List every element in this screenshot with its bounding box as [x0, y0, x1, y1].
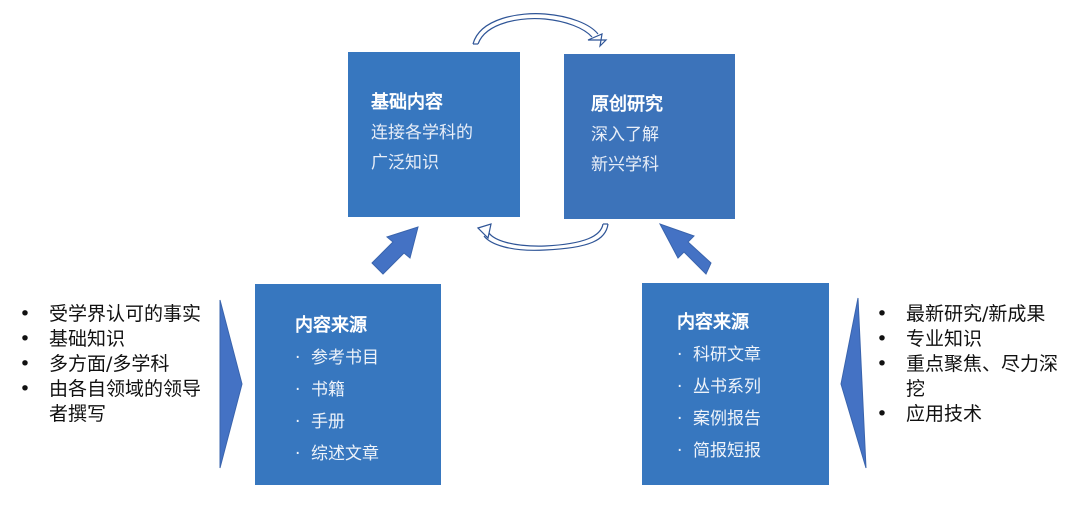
- source-item: · 手册: [295, 406, 379, 438]
- bullet-dot: •: [19, 328, 31, 350]
- bullet-dot: •: [876, 328, 888, 350]
- bullet-dot: •: [19, 378, 31, 400]
- list-item: • 由各自领域的领导者撰写: [15, 377, 215, 427]
- original-research-line: 深入了解: [591, 125, 659, 145]
- foundational-content-line: 广泛知识: [371, 153, 439, 173]
- triangle-pointer-right: [840, 297, 867, 469]
- source-item-label: 综述文章: [311, 444, 379, 464]
- foundational-content-box: 基础内容 连接各学科的 广泛知识: [348, 52, 520, 217]
- list-item-text: 重点聚焦、尽力深挖: [906, 353, 1059, 400]
- source-item: · 参考书目: [295, 342, 379, 374]
- list-item-text: 应用技术: [906, 403, 983, 425]
- list-item-text: 由各自领域的领导者撰写: [49, 378, 202, 425]
- source-item: · 简报短报: [677, 435, 761, 467]
- list-item: • 受学界认可的事实: [15, 302, 215, 327]
- bullet-dot: •: [876, 353, 888, 375]
- bullet-dot: ·: [677, 441, 683, 461]
- source-item-label: 简报短报: [693, 441, 761, 461]
- foundational-content-title: 基础内容: [371, 92, 443, 113]
- bullet-dot: ·: [677, 345, 683, 365]
- list-item-text: 基础知识: [49, 328, 126, 350]
- list-item: • 基础知识: [15, 327, 215, 352]
- list-item: • 最新研究/新成果: [872, 302, 1072, 327]
- original-research-box: 原创研究 深入了解 新兴学科: [564, 54, 735, 219]
- source-item-label: 案例报告: [693, 409, 761, 429]
- list-item: • 多方面/多学科: [15, 352, 215, 377]
- source-item-label: 手册: [311, 412, 345, 432]
- foundational-content-line: 连接各学科的: [371, 123, 473, 143]
- bullet-dot: ·: [295, 412, 301, 432]
- bullet-dot: ·: [677, 409, 683, 429]
- bullet-dot: ·: [295, 444, 301, 464]
- source-item: · 案例报告: [677, 403, 761, 435]
- bullet-dot: ·: [295, 380, 301, 400]
- source-item: · 丛书系列: [677, 371, 761, 403]
- content-sources-title: 内容来源: [295, 315, 367, 336]
- bullet-dot: •: [876, 403, 888, 425]
- bullet-dot: •: [876, 303, 888, 325]
- triangle-pointer-left: [219, 299, 243, 469]
- bullet-dot: ·: [295, 348, 301, 368]
- list-item: • 应用技术: [872, 402, 1072, 427]
- research-traits-list: • 最新研究/新成果 • 专业知识 • 重点聚焦、尽力深挖 • 应用技术: [872, 302, 1072, 427]
- list-item-text: 最新研究/新成果: [906, 303, 1046, 325]
- content-sources-right-box: 内容来源 · 科研文章 · 丛书系列 · 案例报告 · 简报短报: [642, 283, 829, 485]
- foundational-traits-list: • 受学界认可的事实 • 基础知识 • 多方面/多学科 • 由各自领域的领导者撰写: [15, 302, 215, 427]
- source-item: · 书籍: [295, 374, 379, 406]
- content-sources-left-box: 内容来源 · 参考书目 · 书籍 · 手册 · 综述文章: [255, 284, 441, 485]
- original-research-line: 新兴学科: [591, 155, 659, 175]
- source-item-label: 参考书目: [311, 348, 379, 368]
- list-item-text: 专业知识: [906, 328, 983, 350]
- source-item-label: 科研文章: [693, 345, 761, 365]
- bullet-dot: ·: [677, 377, 683, 397]
- block-arrow-left-up: [371, 226, 419, 275]
- list-item: • 专业知识: [872, 327, 1072, 352]
- source-item: · 综述文章: [295, 438, 379, 470]
- curved-arrow-top: [472, 13, 608, 48]
- content-sources-title: 内容来源: [677, 312, 749, 333]
- list-item: • 重点聚焦、尽力深挖: [872, 352, 1072, 402]
- original-research-title: 原创研究: [591, 94, 663, 115]
- source-item-label: 书籍: [311, 380, 345, 400]
- source-item: · 科研文章: [677, 339, 761, 371]
- curved-arrow-bottom: [476, 223, 609, 251]
- block-arrow-right-up: [658, 223, 712, 275]
- bullet-dot: •: [19, 303, 31, 325]
- list-item-text: 受学界认可的事实: [49, 303, 202, 325]
- list-item-text: 多方面/多学科: [49, 353, 170, 375]
- bullet-dot: •: [19, 353, 31, 375]
- source-item-label: 丛书系列: [693, 377, 761, 397]
